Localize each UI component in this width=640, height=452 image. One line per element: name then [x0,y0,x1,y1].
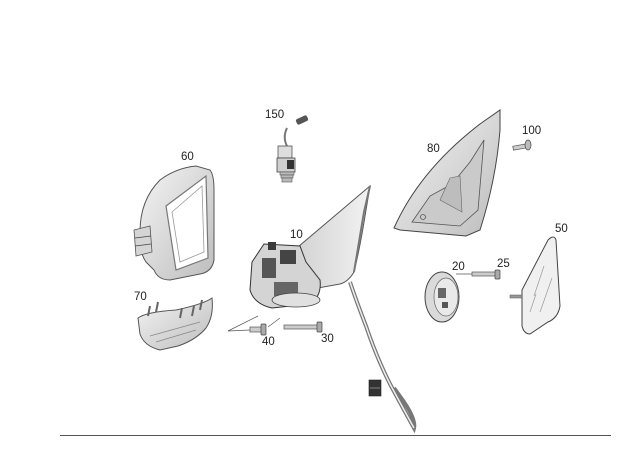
callout-60: 60 [181,151,194,163]
callout-50: 50 [555,223,568,235]
part-30-screw[interactable] [283,321,323,333]
bottom-divider [60,435,611,436]
part-100-screw[interactable] [512,139,532,151]
callout-25: 25 [497,258,510,270]
part-10-mirror-base[interactable] [227,184,417,434]
part-50-mirror-glass[interactable] [509,236,561,335]
part-20-glass-actuator[interactable] [424,271,482,323]
callout-80: 80 [427,143,440,155]
part-70-lower-trim[interactable] [137,297,213,351]
part-60-housing-cover[interactable] [133,165,215,281]
callout-30: 30 [321,333,334,345]
callout-20: 20 [452,261,465,273]
part-25-screw[interactable] [471,269,501,280]
callout-70: 70 [134,291,147,303]
callout-100: 100 [522,125,542,137]
part-80-triangle-cover[interactable] [393,109,501,237]
callout-40: 40 [262,336,275,348]
part-150-wiring-connector[interactable] [276,115,309,183]
callout-10: 10 [290,229,303,241]
part-40-screw[interactable] [249,323,267,336]
callout-150: 150 [265,109,285,121]
